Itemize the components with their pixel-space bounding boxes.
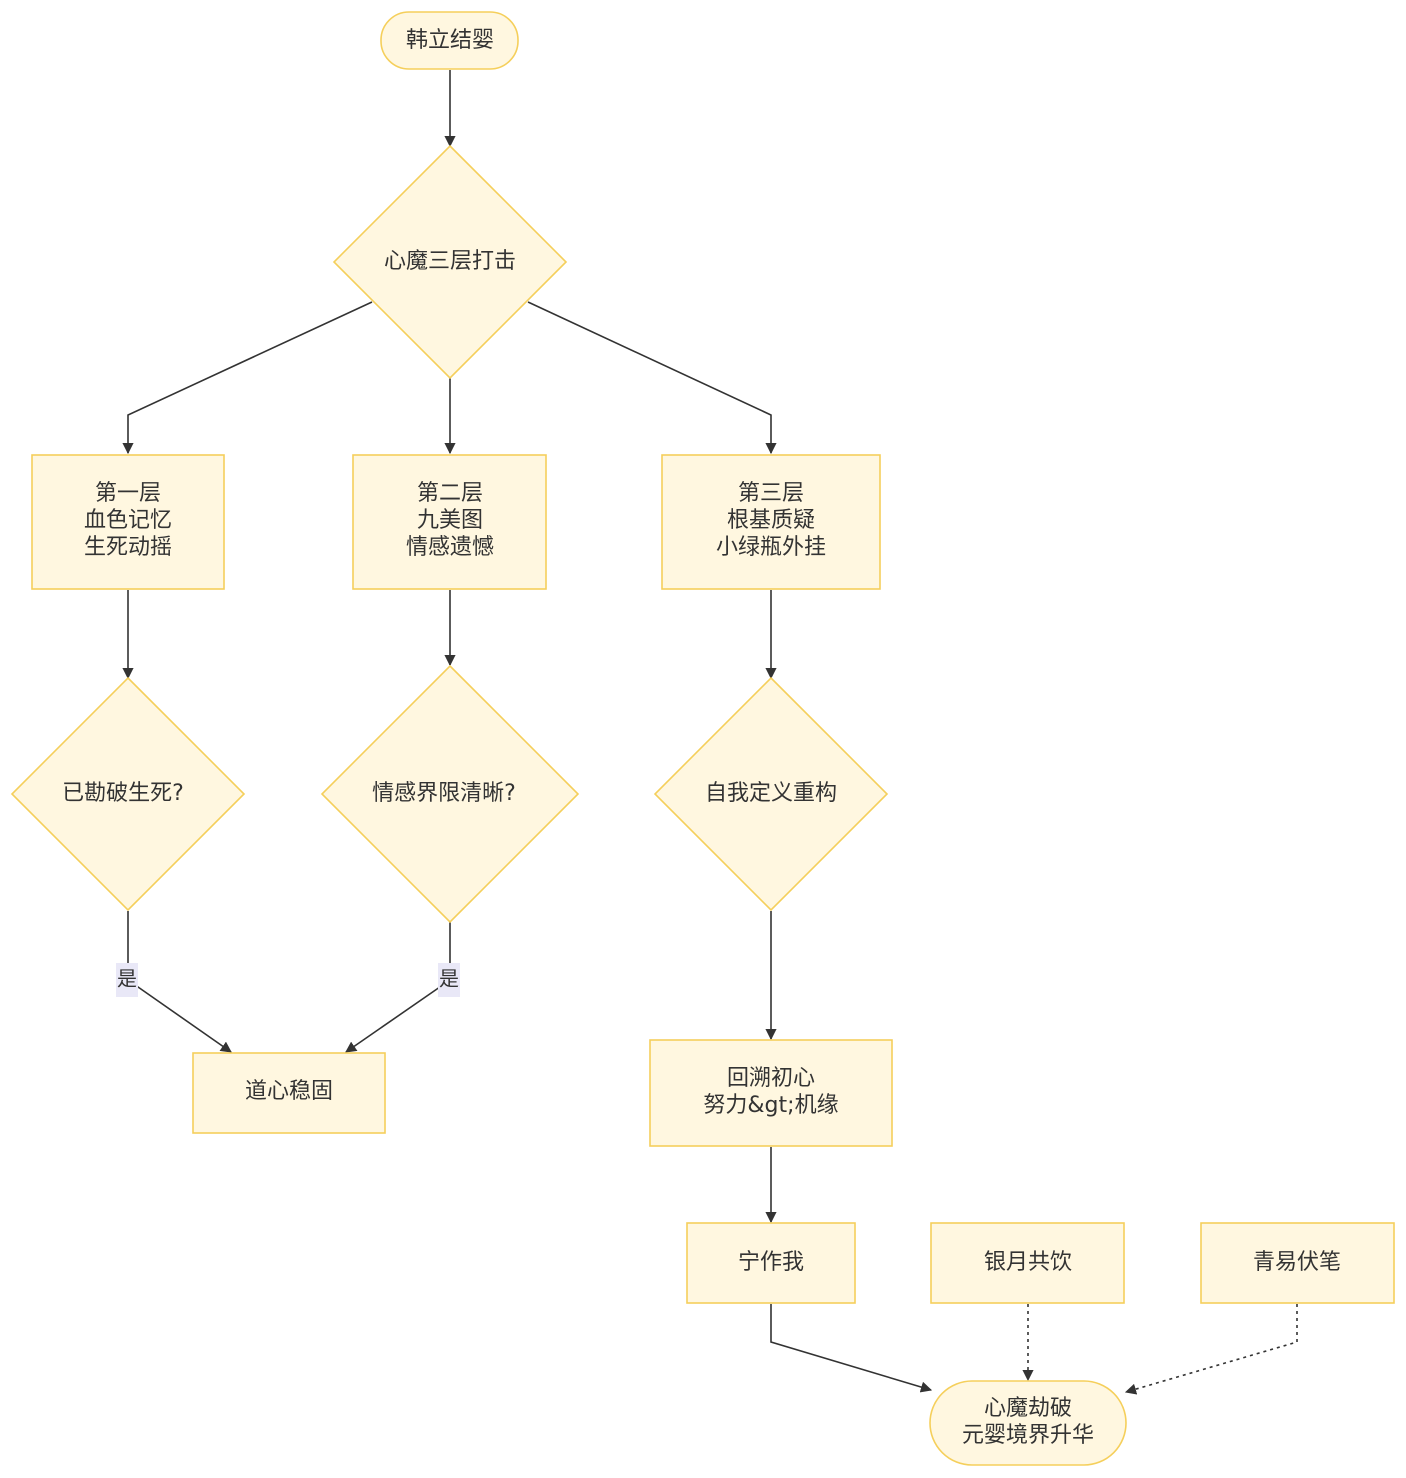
node-stable-line-1: 道心稳固: [245, 1079, 333, 1104]
node-layer1-line-2: 血色记忆: [84, 508, 172, 533]
node-layer3-line-2: 根基质疑: [727, 508, 815, 533]
edge-label-q1-yes-text: 是: [117, 967, 137, 991]
node-layer1-line-1: 第一层: [95, 481, 161, 506]
node-q1-line-1: 已勘破生死?: [62, 781, 184, 806]
node-qingyi-line-1: 青易伏笔: [1253, 1250, 1341, 1275]
node-q3[interactable]: 自我定义重构: [653, 676, 889, 912]
node-layer3-line-1: 第三层: [738, 481, 804, 506]
edge-attack-layer3: [527, 301, 777, 455]
edge-label-q2-yes-text: 是: [439, 967, 459, 991]
edge-qingyi-end: [1124, 1304, 1298, 1395]
node-start[interactable]: 韩立结婴: [380, 11, 519, 70]
node-end-line-1: 心魔劫破: [984, 1396, 1072, 1421]
node-layer1-line-3: 生死动摇: [84, 535, 172, 560]
node-layer3[interactable]: 第三层 根基质疑 小绿瓶外挂: [661, 454, 881, 590]
node-q2[interactable]: 情感界限清晰?: [320, 664, 580, 924]
edges: [122, 70, 1298, 1395]
node-attack[interactable]: 心魔三层打击: [332, 144, 568, 380]
edge-label-q1-yes: 是: [116, 963, 138, 997]
node-layer1[interactable]: 第一层 血色记忆 生死动摇: [31, 454, 225, 590]
node-origin-line-1: 回溯初心: [727, 1066, 815, 1091]
node-q2-line-1: 情感界限清晰?: [372, 781, 516, 806]
node-qingyi[interactable]: 青易伏笔: [1200, 1222, 1395, 1304]
node-layer3-line-3: 小绿瓶外挂: [716, 535, 826, 560]
edge-q2-stable: [345, 922, 451, 1053]
node-yinyue-line-1: 银月共饮: [984, 1250, 1072, 1275]
node-start-line-1: 韩立结婴: [406, 28, 494, 53]
node-yinyue[interactable]: 银月共饮: [930, 1222, 1125, 1304]
node-origin-line-2: 努力&gt;机缘: [703, 1093, 838, 1118]
node-attack-line-1: 心魔三层打击: [384, 249, 516, 274]
node-q3-line-1: 自我定义重构: [705, 781, 837, 806]
edge-attack-layer1: [122, 301, 373, 455]
node-stable[interactable]: 道心稳固: [192, 1052, 386, 1134]
edge-label-q2-yes: 是: [438, 963, 460, 997]
edge-q1-stable: [127, 911, 232, 1053]
node-layer2-line-1: 第二层: [417, 481, 483, 506]
node-layer2-line-2: 九美图: [417, 508, 483, 533]
node-ning-line-1: 宁作我: [738, 1250, 804, 1275]
node-layer2[interactable]: 第二层 九美图 情感遗憾: [352, 454, 547, 590]
node-q1[interactable]: 已勘破生死?: [10, 676, 246, 912]
node-layer2-line-3: 情感遗憾: [406, 535, 494, 560]
node-ning[interactable]: 宁作我: [686, 1222, 856, 1304]
node-end-line-2: 元婴境界升华: [962, 1423, 1094, 1448]
edge-ning-end: [770, 1304, 933, 1393]
node-origin[interactable]: 回溯初心 努力&gt;机缘: [649, 1039, 893, 1147]
node-end[interactable]: 心魔劫破 元婴境界升华: [929, 1380, 1127, 1466]
